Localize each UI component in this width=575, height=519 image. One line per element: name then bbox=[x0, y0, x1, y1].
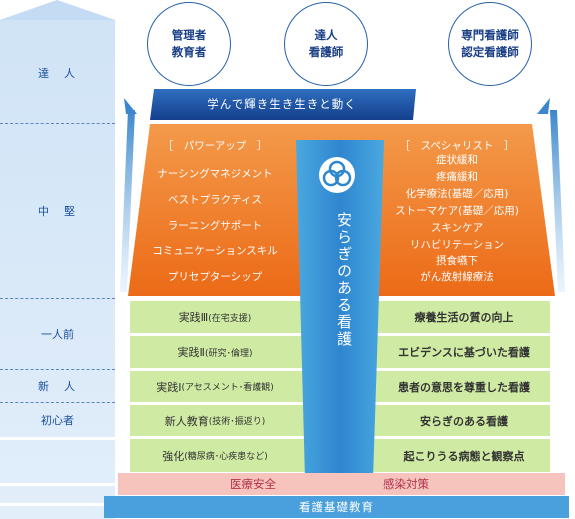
base-left-label: 医療安全 bbox=[230, 477, 276, 491]
practice-left-label: 強化(糖尿病･心疾患など) bbox=[162, 449, 268, 463]
banner-text: 学んで輝き生き生きと動く bbox=[207, 96, 357, 111]
role-circle-specialist: 専門看護師 認定看護師 bbox=[448, 2, 532, 86]
foundation-bar: 看護基礎教育 bbox=[104, 496, 569, 518]
level-label: 中 堅 bbox=[38, 205, 77, 218]
base-safety-strip: 医療安全 感染対策 bbox=[118, 473, 565, 495]
practice-left-label: 新人教育(技術･振返り) bbox=[164, 414, 266, 428]
specialist-item: 疼痛緩和 bbox=[436, 171, 478, 183]
growth-arrow-right bbox=[537, 98, 565, 292]
growth-arrow-left bbox=[120, 98, 137, 292]
specialist-item: 化学療法(基礎／応用) bbox=[405, 188, 509, 200]
level-divider bbox=[0, 402, 115, 403]
power-up-item: ベストプラクティス bbox=[167, 194, 263, 206]
power-up-item: プリセプターシップ bbox=[167, 271, 263, 283]
level-ladder bbox=[0, 0, 115, 519]
center-funnel bbox=[296, 140, 384, 480]
base-right-label: 感染対策 bbox=[383, 477, 429, 491]
practice-right-label: 安らぎのある看護 bbox=[420, 414, 508, 428]
specialist-item: がん放射線療法 bbox=[420, 271, 494, 283]
specialist-title: ［ スペシャリスト ］ bbox=[399, 140, 515, 152]
power-up-item: コミュニケーションスキル bbox=[152, 245, 278, 257]
level-divider bbox=[0, 123, 115, 124]
practice-right-label: 起こりうる病態と観察点 bbox=[403, 449, 525, 463]
power-up-item: ナーシングマネジメント bbox=[157, 168, 273, 180]
practice-left-label: 実践Ⅰ(アセスメント･看護観) bbox=[156, 380, 274, 394]
level-divider bbox=[0, 437, 115, 440]
specialist-item: ストーマケア(基礎／応用) bbox=[395, 205, 519, 217]
level-divider bbox=[0, 483, 115, 486]
level-label: 新 人 bbox=[38, 380, 77, 393]
practice-right-label: エビデンスに基づいた看護 bbox=[398, 346, 530, 359]
practice-left-label: 実践Ⅲ(在宅支援) bbox=[178, 311, 252, 324]
level-divider bbox=[0, 369, 115, 370]
specialist-item: スキンケア bbox=[430, 222, 484, 234]
practice-right-label: 患者の意思を尊重した看護 bbox=[398, 380, 530, 394]
specialist-item: 症状緩和 bbox=[436, 154, 478, 166]
role-circle-manager: 管理者 教育者 bbox=[147, 2, 231, 86]
level-label: 一人前 bbox=[41, 328, 74, 341]
level-divider bbox=[0, 298, 115, 299]
top-banner-box: 学んで輝き生き生きと動く bbox=[148, 88, 416, 119]
power-up-item: ラーニングサポート bbox=[167, 220, 263, 232]
level-divider bbox=[0, 503, 115, 506]
specialist-item: リハビリテーション bbox=[409, 239, 505, 251]
practice-right-label: 療養生活の質の向上 bbox=[414, 311, 514, 324]
level-label: 初心者 bbox=[41, 414, 74, 427]
role-circle-expert: 達人 看護師 bbox=[284, 2, 368, 86]
practice-left-label: 実践Ⅱ(研究･倫理) bbox=[177, 346, 253, 359]
logo-icon bbox=[319, 157, 355, 193]
top-banner bbox=[150, 89, 416, 120]
specialist-item: 摂食嚥下 bbox=[436, 255, 478, 267]
level-label: 達 人 bbox=[38, 67, 77, 80]
center-vertical-text: 安らぎのある看護 bbox=[335, 212, 353, 348]
power-up-title: ［ パワーアップ ］ bbox=[162, 140, 268, 152]
